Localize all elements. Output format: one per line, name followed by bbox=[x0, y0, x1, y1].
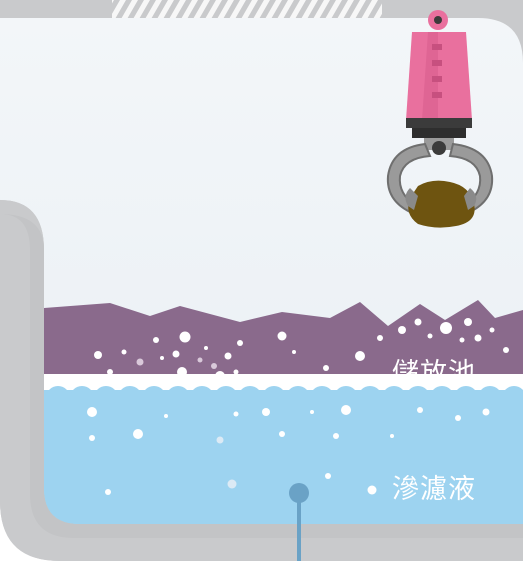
leachate-bubbles bbox=[87, 405, 490, 495]
ceiling-stripes bbox=[112, 0, 382, 18]
storage-pit-label: 儲放池 bbox=[392, 358, 476, 389]
leachate-label: 滲濾液 bbox=[392, 474, 476, 505]
storage-pit-bubbles bbox=[94, 318, 509, 381]
drain-pipe bbox=[289, 483, 309, 561]
garbage-clump-icon bbox=[408, 180, 475, 228]
